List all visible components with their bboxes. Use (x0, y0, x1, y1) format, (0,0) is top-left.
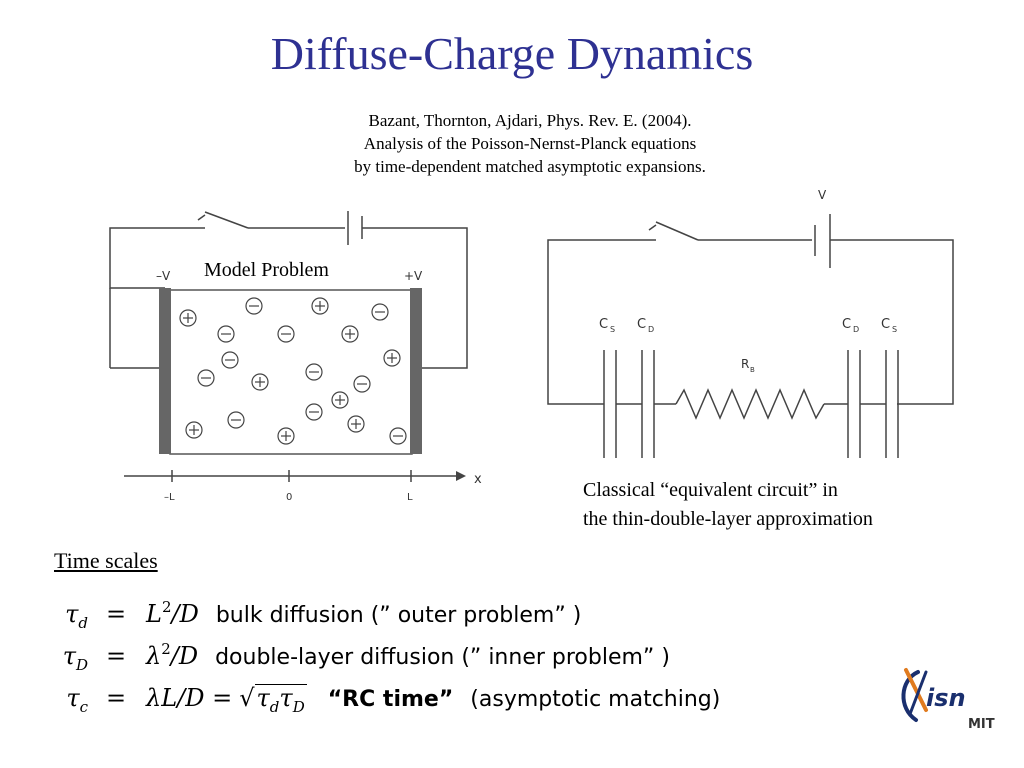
positive-ion (341, 325, 359, 343)
model-x-axis-arrow (456, 471, 466, 481)
circuit-caption-line-1: Classical “equivalent circuit” in (583, 479, 838, 501)
circuit-switch-arm (655, 221, 699, 241)
positive-ion (277, 427, 295, 445)
lhs-tau-d: τd (65, 600, 88, 632)
isn-mit-logo: isn MIT (901, 668, 995, 732)
slide-title: Diffuse-Charge Dynamics (270, 28, 754, 79)
circuit-wire-top-left (547, 239, 656, 405)
equation-row-tau-d: τd = L2/D bulk diffusion (” outer proble… (30, 596, 790, 632)
expression-tau-d: L2/D bulk diffusion (” outer problem” ) (146, 598, 582, 629)
equals-sign: = (105, 600, 127, 628)
cap-label-2: C D (637, 317, 654, 334)
left-electrode (159, 288, 171, 454)
negative-ion (245, 297, 263, 315)
equation-row-tau-c: τc = λL/D = √τdτD “RC time” (asymptotic … (30, 680, 850, 716)
circuit-caption-line-2: the thin-double-layer approximation (583, 508, 873, 530)
description-tau-dl: double-layer diffusion (” inner problem”… (215, 645, 670, 670)
description-tau-c: (asymptotic matching) (470, 687, 721, 712)
logo-text: isn (926, 684, 966, 712)
reference-line-3: by time-dependent matched asymptotic exp… (354, 157, 706, 176)
svg-text:S: S (610, 325, 615, 334)
svg-text:D: D (648, 325, 654, 334)
right-electrode-label: +V (404, 269, 423, 283)
sqrt-term: τdτD (254, 684, 307, 716)
svg-text:S: S (892, 325, 897, 334)
svg-text:C: C (637, 317, 646, 332)
tick-label-l: L (407, 492, 413, 503)
model-switch-arm (204, 211, 249, 229)
logo-subtext: MIT (968, 717, 995, 732)
positive-ion (179, 309, 197, 327)
cap-label-1: C S (599, 317, 615, 334)
model-wire (109, 227, 205, 289)
axis-label-x: x (474, 472, 482, 487)
negative-ion (305, 403, 323, 421)
left-electrode-label: –V (156, 269, 171, 283)
svg-text:C: C (599, 317, 608, 332)
negative-ion (217, 325, 235, 343)
right-electrode (410, 288, 422, 454)
lhs-tau-c: τc (66, 684, 88, 716)
rc-time-label: “RC time” (327, 687, 454, 712)
expression-tau-dl: λ2/D double-layer diffusion (” inner pro… (146, 640, 670, 671)
negative-ion (353, 375, 371, 393)
expression-tau-c: λL/D = √τdτD “RC time” (asymptotic match… (146, 684, 721, 716)
positive-ion (311, 297, 329, 315)
equation-row-tau-dl: τD = λ2/D double-layer diffusion (” inne… (30, 638, 790, 674)
cap-label-4: C S (881, 317, 897, 334)
positive-ion (331, 391, 349, 409)
negative-ion (277, 325, 295, 343)
resistor (675, 388, 825, 420)
resistor-label: R B (741, 357, 755, 374)
positive-ion (383, 349, 401, 367)
equals-sign: = (105, 642, 127, 670)
ion-group (179, 297, 407, 445)
negative-ion (389, 427, 407, 445)
circuit-voltage-label: V (818, 188, 827, 202)
model-wire-return (362, 227, 468, 369)
tick-label-zero: 0 (286, 492, 292, 503)
svg-text:C: C (881, 317, 890, 332)
equals-sign: = (105, 684, 127, 712)
model-switch-lead (197, 214, 206, 221)
circuit-wire-top-right (830, 239, 954, 405)
svg-text:C: C (842, 317, 851, 332)
svg-text:B: B (750, 366, 755, 374)
cap-label-3: C D (842, 317, 859, 334)
equivalent-circuit-diagram (547, 214, 954, 458)
negative-ion (227, 411, 245, 429)
positive-ion (251, 373, 269, 391)
reference-line-2: Analysis of the Poisson-Nernst-Planck eq… (363, 134, 697, 153)
negative-ion (305, 363, 323, 381)
positive-ion (185, 421, 203, 439)
negative-ion (371, 303, 389, 321)
positive-ion (347, 415, 365, 433)
lhs-tau-dl: τD (62, 642, 88, 674)
tick-label-neg-l: –L (164, 492, 175, 503)
model-problem-label: Model Problem (204, 259, 329, 281)
circuit-switch-lead (648, 224, 657, 231)
svg-text:D: D (853, 325, 859, 334)
negative-ion (197, 369, 215, 387)
svg-text:R: R (741, 357, 749, 371)
reference-line-1: Bazant, Thornton, Ajdari, Phys. Rev. E. … (368, 111, 692, 130)
description-tau-d: bulk diffusion (” outer problem” ) (215, 603, 582, 628)
time-scales-heading: Time scales (54, 548, 158, 573)
negative-ion (221, 351, 239, 369)
